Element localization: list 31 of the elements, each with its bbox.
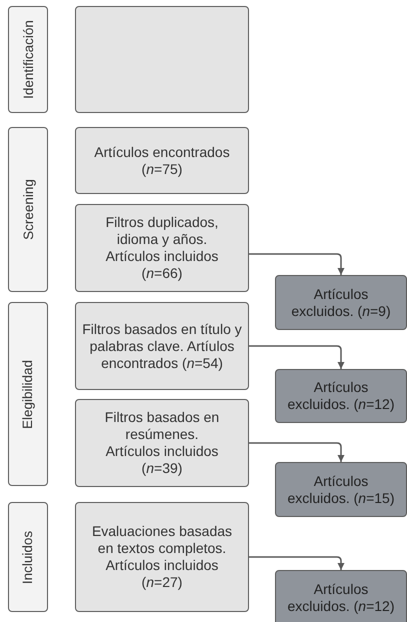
box-text: Evaluaciones basadas en textos completos. Artículos incluidos (n=27) [90, 523, 234, 591]
process-box [75, 399, 249, 487]
excluded-box [275, 570, 407, 622]
phase-label: Screening [20, 179, 36, 240]
process-box [75, 204, 249, 292]
box-text: Artículos excluidos. (n=15) [286, 472, 396, 506]
phase-label-box [8, 502, 48, 612]
box-text: Artículos excluidos. (n=12) [286, 379, 396, 413]
box-text: Filtros basados en título y palabras clave. Artíulos encontrados (n=54) [81, 320, 243, 372]
phase-label: Identificación [20, 20, 36, 99]
source-box [75, 6, 249, 113]
process-box [75, 127, 249, 194]
excluded-box [275, 275, 407, 330]
phase-label-box [8, 6, 48, 113]
arrow [249, 345, 344, 369]
phase-label-box [8, 302, 48, 486]
arrow [249, 556, 344, 570]
box-text: Artículos excluidos. (n=12) [286, 581, 396, 615]
process-box [75, 502, 249, 612]
box-text: Artículos encontrados (n=75) [93, 144, 231, 178]
process-box [75, 302, 249, 390]
arrow [249, 253, 344, 275]
excluded-box [275, 462, 407, 517]
box-text: Filtros basados en resúmenes. Artículos incluidos (n=39) [104, 409, 220, 477]
phase-label: Incluidos [20, 530, 36, 584]
phase-label: Elegibilidad [20, 359, 36, 429]
arrow [249, 442, 344, 462]
box-text: Artículos excluidos. (n=9) [290, 286, 392, 320]
phase-label-box [8, 127, 48, 292]
excluded-box [275, 369, 407, 423]
box-text: Filtros duplicados, idioma y años. Artículos incluidos (n=66) [104, 214, 220, 282]
